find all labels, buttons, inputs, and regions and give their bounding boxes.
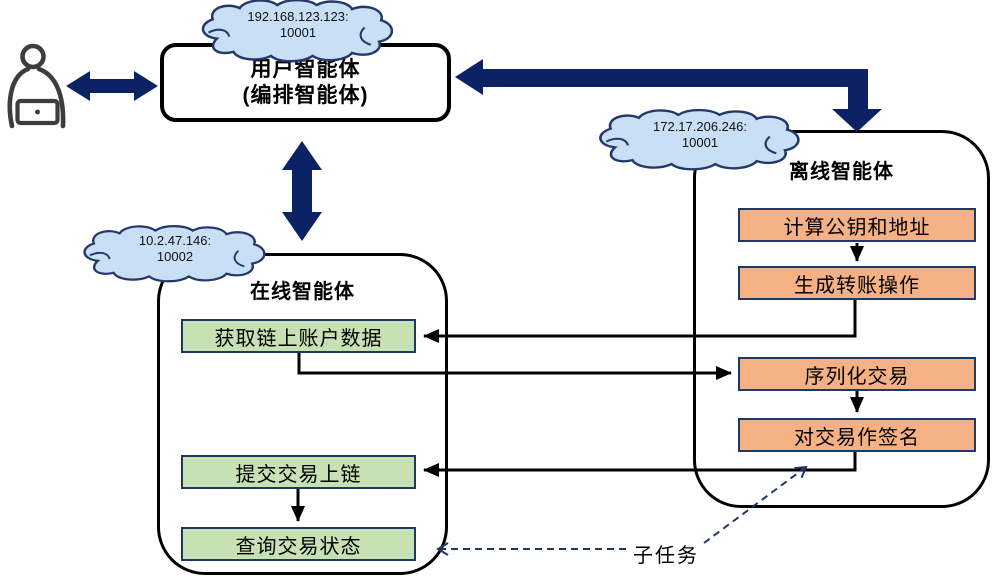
user-agent-title-line2: (编排智能体)	[242, 83, 369, 107]
user-agent-title-line1: 用户智能体	[250, 57, 361, 81]
user-person-icon	[7, 43, 66, 129]
step-compute-pubkey-address: 计算公钥和地址	[738, 208, 976, 242]
step-serialize-transaction: 序列化交易	[738, 357, 976, 391]
step-sign-transaction: 对交易作签名	[738, 418, 976, 452]
step-submit-transaction: 提交交易上链	[181, 455, 416, 489]
offline-agent-port: 10001	[681, 135, 719, 150]
online-agent-ip: 10.2.47.146:	[138, 233, 212, 248]
user-agent-endpoint: 192.168.123.123: 10001	[194, 9, 402, 41]
offline-agent-ip: 172.17.206.246:	[653, 119, 747, 134]
subtask-label: 子任务	[633, 545, 699, 567]
offline-agent-title: 离线智能体	[789, 161, 894, 183]
online-agent-port: 10002	[156, 249, 194, 264]
offline-agent-endpoint: 172.17.206.246: 10001	[591, 119, 809, 151]
step-generate-transfer-op: 生成转账操作	[738, 266, 976, 300]
user-agent-port: 10001	[279, 25, 317, 40]
arrow-user-online-agent	[282, 141, 322, 241]
step-get-onchain-account-data: 获取链上账户数据	[181, 319, 416, 353]
arrow-person-user-agent	[66, 71, 158, 101]
user-agent-ip: 192.168.123.123:	[247, 9, 349, 24]
online-agent-endpoint: 10.2.47.146: 10002	[76, 233, 274, 265]
online-agent-title: 在线智能体	[250, 281, 355, 303]
step-query-transaction-status: 查询交易状态	[181, 527, 416, 561]
